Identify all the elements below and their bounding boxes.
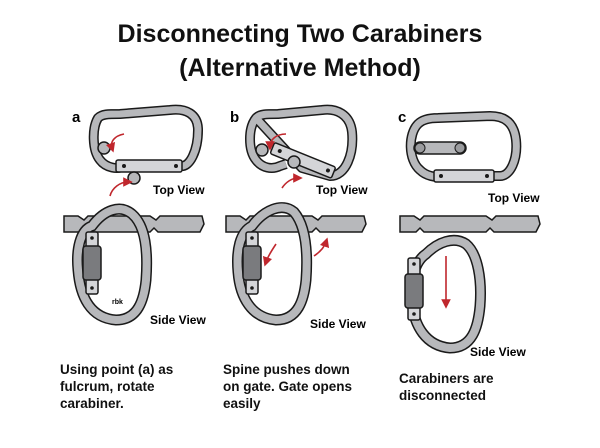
panel-b-caption: Spine pushes down on gate. Gate opens ea… (223, 362, 353, 411)
panel-b-side-view-label: Side View (310, 317, 366, 331)
push-arrow-b2 (313, 237, 330, 257)
panel-b-top-view-label: Top View (316, 183, 368, 197)
panel-a-top-carabiner (88, 104, 203, 185)
panel-a-side-carabiner (63, 203, 205, 326)
panel-c-top-carabiner (405, 111, 522, 183)
panel-letter-b: b (230, 109, 239, 126)
push-arrow-b1 (262, 243, 277, 267)
panel-a-top-view-label: Top View (153, 183, 205, 197)
credit-initials: rbk (112, 299, 123, 306)
panel-c-caption: Carabiners are disconnected (399, 371, 494, 403)
rotate-arrow-a1 (105, 133, 125, 153)
panel-letter-a: a (72, 109, 81, 126)
panel-c-side-view-label: Side View (470, 345, 526, 359)
panel-a-side-view-label: Side View (150, 313, 206, 327)
panel-c-side-carabiner (399, 215, 541, 354)
panel-c-top-view-label: Top View (488, 191, 540, 205)
rotate-arrow-b1 (265, 133, 287, 151)
panel-a-caption: Using point (a) as fulcrum, rotate carab… (60, 362, 174, 411)
rotate-arrow-a2 (109, 177, 133, 197)
panel-b-top-carabiner (245, 104, 358, 181)
title-line-2: (Alternative Method) (179, 54, 421, 82)
rotate-arrow-b2 (281, 173, 303, 189)
panel-b-side-carabiner (225, 202, 367, 326)
title-line-1: Disconnecting Two Carabiners (117, 20, 483, 48)
panel-letter-c: c (398, 109, 406, 126)
